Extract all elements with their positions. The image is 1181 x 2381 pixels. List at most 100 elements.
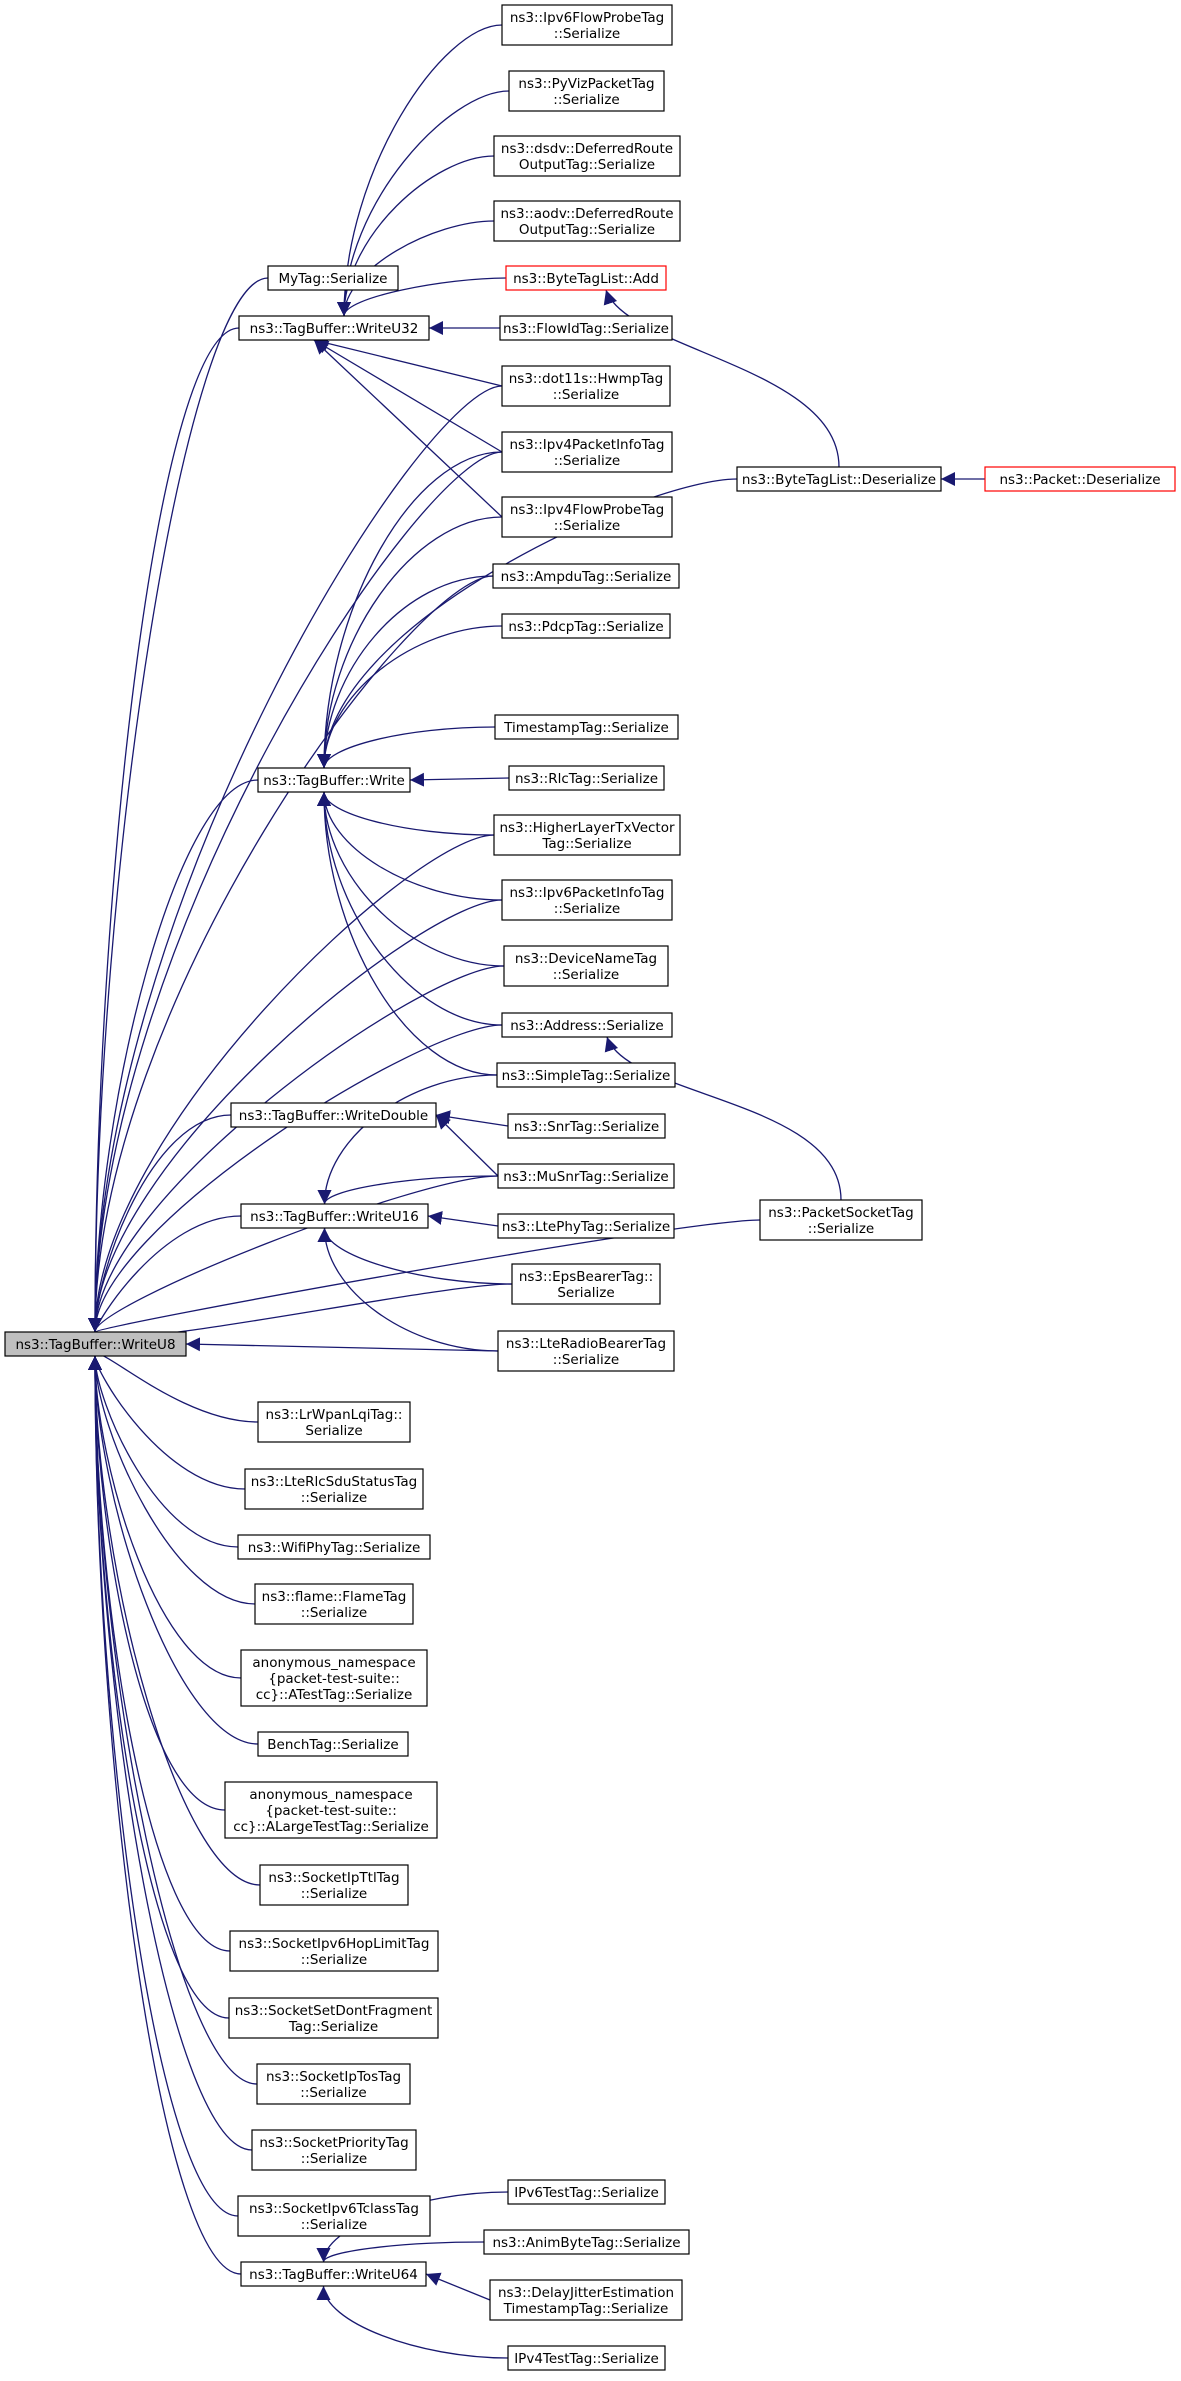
node-socketipv6hop[interactable]: ns3::SocketIpv6HopLimitTag::Serialize [229, 1930, 439, 1972]
node-benchtag[interactable]: BenchTag::Serialize [257, 1731, 409, 1757]
node-label: ns3::Ipv4PacketInfoTag [510, 437, 665, 453]
call-edge [88, 1355, 246, 1490]
call-edge [317, 1074, 498, 1205]
call-edge [337, 277, 507, 317]
node-simpletag[interactable]: ns3::SimpleTag::Serialize [496, 1062, 676, 1088]
node-box [492, 563, 680, 589]
node-address[interactable]: ns3::Address::Serialize [501, 1012, 673, 1038]
node-flowid[interactable]: ns3::FlowIdTag::Serialize [499, 315, 673, 341]
node-box [267, 265, 399, 291]
node-packetdeser[interactable]: ns3::Packet::Deserialize [984, 466, 1176, 492]
node-lterlcsdu[interactable]: ns3::LteRlcSduStatusTag::Serialize [244, 1468, 424, 1510]
call-edge [435, 1114, 499, 1177]
node-pdcp[interactable]: ns3::PdcpTag::Serialize [501, 613, 671, 639]
node-musnr[interactable]: ns3::MuSnrTag::Serialize [497, 1163, 675, 1189]
node-lrwpan[interactable]: ns3::LrWpanLqiTag::Serialize [257, 1401, 411, 1443]
node-label: {packet-test-suite:: [268, 1671, 400, 1687]
node-box [984, 466, 1176, 492]
node-atesttag[interactable]: anonymous_namespace{packet-test-suite::c… [240, 1649, 428, 1707]
call-edge [88, 965, 505, 1333]
node-aodv[interactable]: ns3::aodv::DeferredRouteOutputTag::Seria… [493, 200, 681, 242]
node-bytetaglistdeser[interactable]: ns3::ByteTagList::Deserialize [736, 466, 942, 492]
node-socketiptos[interactable]: ns3::SocketIpTosTag::Serialize [256, 2063, 411, 2105]
node-label: ns3::TagBuffer::WriteU8 [15, 1337, 175, 1353]
node-ipv4pktinfo[interactable]: ns3::Ipv4PacketInfoTag::Serialize [501, 431, 673, 473]
node-label: ns3::AmpduTag::Serialize [501, 569, 672, 585]
call-edge [89, 1219, 761, 1333]
node-box [229, 1930, 439, 1972]
node-snrtag[interactable]: ns3::SnrTag::Serialize [507, 1113, 666, 1139]
node-label: ns3::LrWpanLqiTag:: [266, 1407, 403, 1423]
node-label: ::Serialize [301, 1886, 367, 1902]
node-box [501, 879, 673, 921]
node-ipv6pktinfo[interactable]: ns3::Ipv6PacketInfoTag::Serialize [501, 879, 673, 921]
node-label: Tag::Serialize [541, 836, 631, 852]
node-label: ns3::SocketPriorityTag [259, 2135, 408, 2151]
node-devicename[interactable]: ns3::DeviceNameTag::Serialize [503, 945, 669, 987]
node-label: ns3::aodv::DeferredRoute [500, 206, 673, 222]
call-edge [88, 1024, 503, 1333]
node-label: anonymous_namespace [252, 1655, 415, 1671]
node-delayjitter[interactable]: ns3::DelayJitterEstimationTimestampTag::… [489, 2279, 683, 2321]
node-box [238, 315, 430, 341]
node-label: ns3::PyVizPacketTag [518, 76, 654, 92]
node-rlc[interactable]: ns3::RlcTag::Serialize [508, 765, 665, 791]
node-socketipv6tclass[interactable]: ns3::SocketIpv6TclassTag::Serialize [237, 2195, 431, 2237]
node-label: Tag::Serialize [288, 2019, 378, 2035]
call-edge [88, 779, 259, 1333]
node-label: ns3::ByteTagList::Add [513, 271, 659, 287]
node-label: ns3::LtePhyTag::Serialize [502, 1219, 670, 1235]
node-box [494, 714, 679, 740]
node-writeU32[interactable]: ns3::TagBuffer::WriteU32 [238, 315, 430, 341]
node-box [499, 315, 673, 341]
node-mytag[interactable]: MyTag::Serialize [267, 265, 399, 291]
node-label: ns3::SimpleTag::Serialize [502, 1068, 671, 1084]
node-label: ns3::Ipv4FlowProbeTag [510, 502, 664, 518]
node-timestamp[interactable]: TimestampTag::Serialize [494, 714, 679, 740]
node-label: ns3::PdcpTag::Serialize [508, 619, 663, 635]
node-box [511, 1263, 661, 1305]
node-ipv4test[interactable]: IPv4TestTag::Serialize [507, 2345, 666, 2371]
node-box [489, 2279, 683, 2321]
node-ipv4flowprobe[interactable]: ns3::Ipv4FlowProbeTag::Serialize [501, 496, 673, 538]
node-box [736, 466, 942, 492]
call-edge [316, 2241, 485, 2263]
node-socketipttl[interactable]: ns3::SocketIpTtlTag::Serialize [259, 1864, 409, 1906]
node-dot11s[interactable]: ns3::dot11s::HwmpTag::Serialize [501, 365, 671, 407]
node-wifiphy[interactable]: ns3::WifiPhyTag::Serialize [237, 1534, 431, 1560]
node-flame[interactable]: ns3::flame::FlameTag::Serialize [254, 1583, 414, 1625]
node-ampdu[interactable]: ns3::AmpduTag::Serialize [492, 563, 680, 589]
node-bytetaglistadd[interactable]: ns3::ByteTagList::Add [505, 265, 667, 291]
call-edge [603, 289, 840, 468]
node-label: {packet-test-suite:: [265, 1803, 397, 1819]
call-edge [604, 1036, 842, 1201]
node-label: MyTag::Serialize [279, 271, 388, 287]
node-writeU16[interactable]: ns3::TagBuffer::WriteU16 [240, 1203, 429, 1229]
node-ipv6test[interactable]: IPv6TestTag::Serialize [507, 2179, 666, 2205]
node-socketpriority[interactable]: ns3::SocketPriorityTag::Serialize [251, 2129, 417, 2171]
node-ipv6flowprobe[interactable]: ns3::Ipv6FlowProbeTag::Serialize [501, 4, 673, 46]
node-label: ns3::SocketSetDontFragment [235, 2003, 433, 2019]
node-lteradiobearer[interactable]: ns3::LteRadioBearerTag::Serialize [497, 1330, 675, 1372]
node-ltephy[interactable]: ns3::LtePhyTag::Serialize [497, 1213, 675, 1239]
node-pyviz[interactable]: ns3::PyVizPacketTag::Serialize [508, 70, 665, 112]
node-epsbearer[interactable]: ns3::EpsBearerTag::Serialize [511, 1263, 661, 1305]
call-edge [317, 1175, 499, 1205]
node-writeU64[interactable]: ns3::TagBuffer::WriteU64 [240, 2261, 427, 2287]
node-alargetesttag[interactable]: anonymous_namespace{packet-test-suite::c… [224, 1781, 438, 1839]
call-edge [337, 24, 503, 317]
node-box [497, 1163, 675, 1189]
node-packetsocket[interactable]: ns3::PacketSocketTag::Serialize [759, 1199, 923, 1241]
node-animbyte[interactable]: ns3::AnimByteTag::Serialize [483, 2229, 690, 2255]
node-label: cc}::ATestTag::Serialize [256, 1687, 413, 1703]
node-box [501, 496, 673, 538]
node-dsdv[interactable]: ns3::dsdv::DeferredRouteOutputTag::Seria… [493, 135, 681, 177]
node-label: ns3::AnimByteTag::Serialize [492, 2235, 680, 2251]
call-edge [313, 339, 503, 453]
call-edge [88, 1355, 256, 1605]
node-write[interactable]: ns3::TagBuffer::Write [257, 767, 411, 793]
node-writeDouble[interactable]: ns3::TagBuffer::WriteDouble [230, 1102, 437, 1128]
node-box [4, 1331, 187, 1357]
